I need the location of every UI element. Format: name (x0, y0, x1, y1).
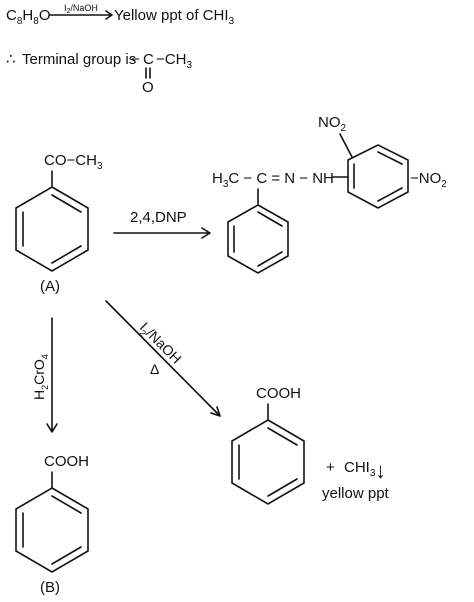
haloform-arrow (105, 300, 221, 417)
dnp-reaction-arrow: 2,4,DNP (113, 209, 211, 239)
heat-symbol: Δ (150, 361, 159, 377)
compound-a-label: (A) (40, 278, 60, 295)
benzoic-product-benzene-ring (231, 419, 305, 505)
dinitrophenyl-ring (347, 144, 409, 209)
ortho-nitro-bond (339, 133, 353, 158)
compound-b: COOH (B) (15, 453, 89, 596)
compound-b-substituent: COOH (44, 453, 89, 470)
haloform-reaction: I2/NaOH Δ (105, 300, 221, 417)
chromic-acid-oxidation: H2CrO4 (31, 317, 58, 433)
hydrazone-chain: H3C − C = N − NH (212, 170, 334, 190)
dnp-reagent-label: 2,4,DNP (130, 209, 187, 226)
compound-a: CO−CH3 (A) (15, 152, 103, 295)
header-equation: C8H8O I2/NaOH Yellow ppt of CHI3 (6, 3, 235, 27)
header-reagent: I2/NaOH (64, 3, 98, 15)
terminal-carbon: C (143, 51, 154, 68)
iodoform-precipitate: + CHI3 ↓ yellow ppt (322, 458, 390, 502)
hydrazone-phenyl-ring (227, 204, 289, 274)
iodoform-plus: + (326, 459, 335, 476)
compound-a-substituent: CO−CH3 (44, 152, 103, 172)
para-nitro-group: −NO2 (410, 170, 447, 190)
chromic-acid-reagent: H2CrO4 (31, 354, 50, 400)
haloform-benzoic-acid: COOH (231, 385, 305, 505)
header-arrow (49, 10, 113, 20)
compound-b-label: (B) (40, 579, 60, 596)
terminal-left-bond: − (131, 51, 140, 68)
iodoform-formula: CHI3 (344, 459, 376, 479)
header-formula: C8H8O (6, 7, 50, 27)
yellow-ppt-label: yellow ppt (322, 485, 390, 502)
precipitate-down-arrow: ↓ (375, 458, 386, 483)
oxidation-arrow (46, 317, 58, 433)
terminal-oxygen: O (142, 79, 154, 96)
benzoic-product-substituent: COOH (256, 385, 301, 402)
compound-b-benzene-ring (15, 487, 89, 573)
terminal-methyl: −CH3 (156, 51, 192, 71)
ortho-nitro-group: NO2 (318, 114, 347, 134)
iodine-naoh-reagent: I2/NaOH (135, 319, 185, 369)
hydrazone-product: H3C − C = N − NH NO2 −NO2 (212, 114, 447, 274)
therefore-symbol: ∴ (6, 51, 16, 68)
terminal-group-statement: ∴ Terminal group is − C −CH3 O (6, 51, 192, 96)
terminal-group-label: Terminal group is (22, 51, 136, 68)
compound-a-benzene-ring (15, 186, 89, 272)
header-result: Yellow ppt of CHI3 (114, 7, 235, 27)
